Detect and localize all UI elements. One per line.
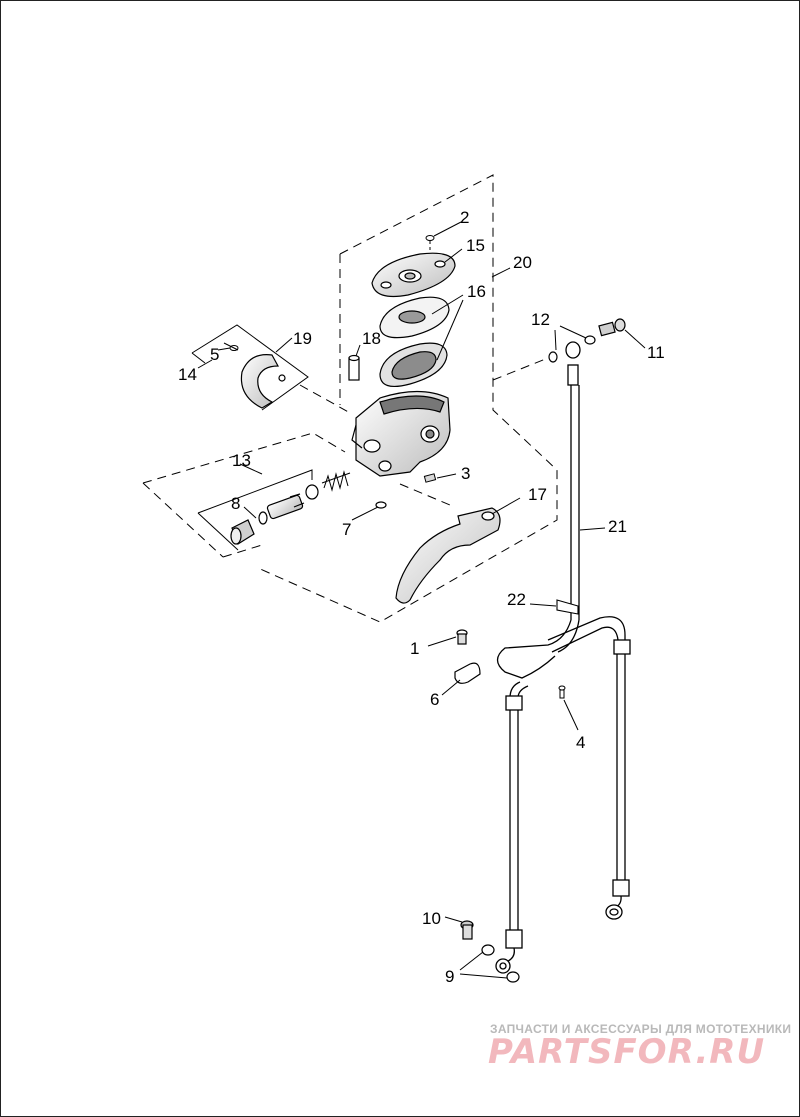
callout-12: 12 xyxy=(531,310,550,329)
callout-14: 14 xyxy=(178,365,197,384)
cable-clip xyxy=(454,662,481,684)
callout-11: 11 xyxy=(647,343,665,362)
line-clip xyxy=(556,599,579,615)
callout-5: 5 xyxy=(210,345,219,364)
retaining-ring xyxy=(258,511,268,525)
gasket-plate xyxy=(379,296,450,339)
callout-8: 8 xyxy=(231,494,240,513)
clamp-screw xyxy=(223,342,239,351)
callout-18: 18 xyxy=(362,329,381,348)
callout-10: 10 xyxy=(422,909,441,928)
washer-top-right xyxy=(584,335,596,345)
callout-21: 21 xyxy=(608,517,627,536)
callout-15: 15 xyxy=(466,236,485,255)
assembly-boundary-20 xyxy=(257,174,558,623)
callout-16: 16 xyxy=(467,282,486,301)
clip-bolt xyxy=(456,629,468,645)
handlebar-clamp xyxy=(240,354,286,409)
callout-6: 6 xyxy=(430,690,439,709)
callout-4: 4 xyxy=(576,733,585,752)
callout-22: 22 xyxy=(507,590,526,609)
piston-kit-bracket xyxy=(197,469,313,551)
assembly-boundary-19 xyxy=(191,324,309,411)
callout-17: 17 xyxy=(528,485,547,504)
washer-bottom-lower xyxy=(506,971,520,983)
callout-2: 2 xyxy=(460,208,469,227)
piston-spring xyxy=(321,470,351,492)
cover-screw xyxy=(425,235,435,250)
callout-13: 13 xyxy=(232,451,251,470)
watermark-logo: PARTSFOR.RU xyxy=(488,1032,766,1072)
piston-boot xyxy=(230,519,255,545)
screw-4 xyxy=(558,685,566,699)
banjo-bolt-bottom xyxy=(460,920,474,940)
brake-lever xyxy=(395,507,501,604)
callout-19: 19 xyxy=(293,329,312,348)
leader-lines xyxy=(197,221,646,979)
washer-top-left xyxy=(548,351,558,363)
piston-spring-cup xyxy=(305,484,319,500)
reservoir-cover xyxy=(371,252,456,298)
assembly-boundary-13 xyxy=(142,432,346,558)
sight-pin xyxy=(348,354,360,381)
callout-7: 7 xyxy=(342,520,351,539)
brake-line-assembly xyxy=(495,341,631,974)
diaphragm xyxy=(379,342,448,387)
set-screw xyxy=(423,473,437,483)
piston xyxy=(266,493,305,520)
callout-20: 20 xyxy=(513,253,532,272)
callout-labels: 1 2 3 4 5 6 7 8 9 10 11 12 13 14 15 16 1… xyxy=(178,208,665,986)
washer-bottom-upper xyxy=(481,944,495,956)
callout-3: 3 xyxy=(461,464,470,483)
banjo-bolt-top xyxy=(598,318,626,337)
watermark-tagline: ЗАПЧАСТИ И АКСЕССУАРЫ ДЛЯ МОТОТЕХНИКИ xyxy=(490,1022,792,1036)
o-ring xyxy=(375,501,387,509)
master-cylinder-body xyxy=(351,390,451,477)
callout-1: 1 xyxy=(410,639,419,658)
callout-9: 9 xyxy=(445,967,454,986)
